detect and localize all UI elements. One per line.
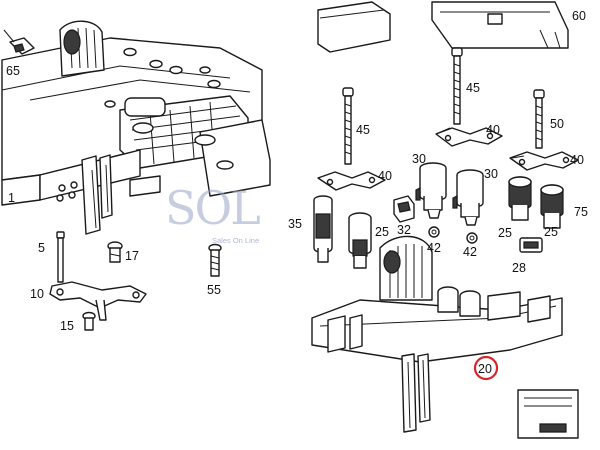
valve-body-assembly [1,20,271,235]
callout-35: 35 [288,217,302,231]
rod-5 [56,231,65,283]
callout-10: 10 [30,287,44,301]
bolt-15 [82,311,96,331]
cover-plate-60 [431,1,569,49]
clamp-40-right [509,151,579,171]
bolt-17 [107,241,123,263]
callout-25-right: 25 [544,225,558,239]
reference-thumbnail [517,389,579,439]
callout-25-left: 25 [375,225,389,239]
watermark-brand: SOL [165,181,260,235]
callout-42-right: 42 [463,245,477,259]
callout-1: 1 [8,191,15,205]
clamp-40-middle [435,127,503,147]
solenoid-25-left [348,212,372,269]
callout-15: 15 [60,319,74,333]
callout-30-right: 30 [484,167,498,181]
callout-75: 75 [574,205,588,219]
callout-28: 28 [512,261,526,275]
callout-50: 50 [550,117,564,131]
callout-25-middle: 25 [498,226,512,240]
bolt-45-right [451,47,463,125]
callout-30-left: 30 [412,152,426,166]
watermark: SOL Sales On Line [165,181,262,245]
callout-45-right: 45 [466,81,480,95]
seal-42-right [466,232,478,244]
seal-42-left [428,226,440,238]
leader-lines [435,127,525,159]
lever-10 [49,281,147,321]
callout-32: 32 [397,223,411,237]
callout-60: 60 [572,9,586,23]
solenoid-25-right [540,184,564,229]
callout-5: 5 [38,241,45,255]
callout-20: 20 [478,362,492,376]
callout-20-highlight: 20 [473,355,499,381]
callout-40-middle: 40 [486,123,500,137]
callout-17: 17 [125,249,139,263]
clamp-40-left [317,171,386,191]
bolt-50 [533,89,545,149]
bolt-55 [208,243,222,277]
highlight-ring [473,355,499,381]
solenoid-75 [508,176,532,221]
callout-42-left: 42 [427,241,441,255]
callout-45-left: 45 [356,123,370,137]
solenoid-35 [313,195,333,263]
callout-labels: 65 60 45 45 40 50 40 40 30 30 75 25 25 2… [6,9,588,333]
connector-32 [393,195,415,223]
callout-65: 65 [6,64,20,78]
connector-28 [519,237,543,253]
solenoid-30-right [452,169,484,226]
bolt-45-left [342,87,354,165]
watermark-tagline: Sales On Line [212,236,259,245]
solenoid-30-left [415,162,447,219]
lower-valve-body-20 [311,235,563,433]
top-connector-block [317,1,391,53]
callout-40-right: 40 [570,153,584,167]
callout-55: 55 [207,283,221,297]
callout-40-left: 40 [378,169,392,183]
